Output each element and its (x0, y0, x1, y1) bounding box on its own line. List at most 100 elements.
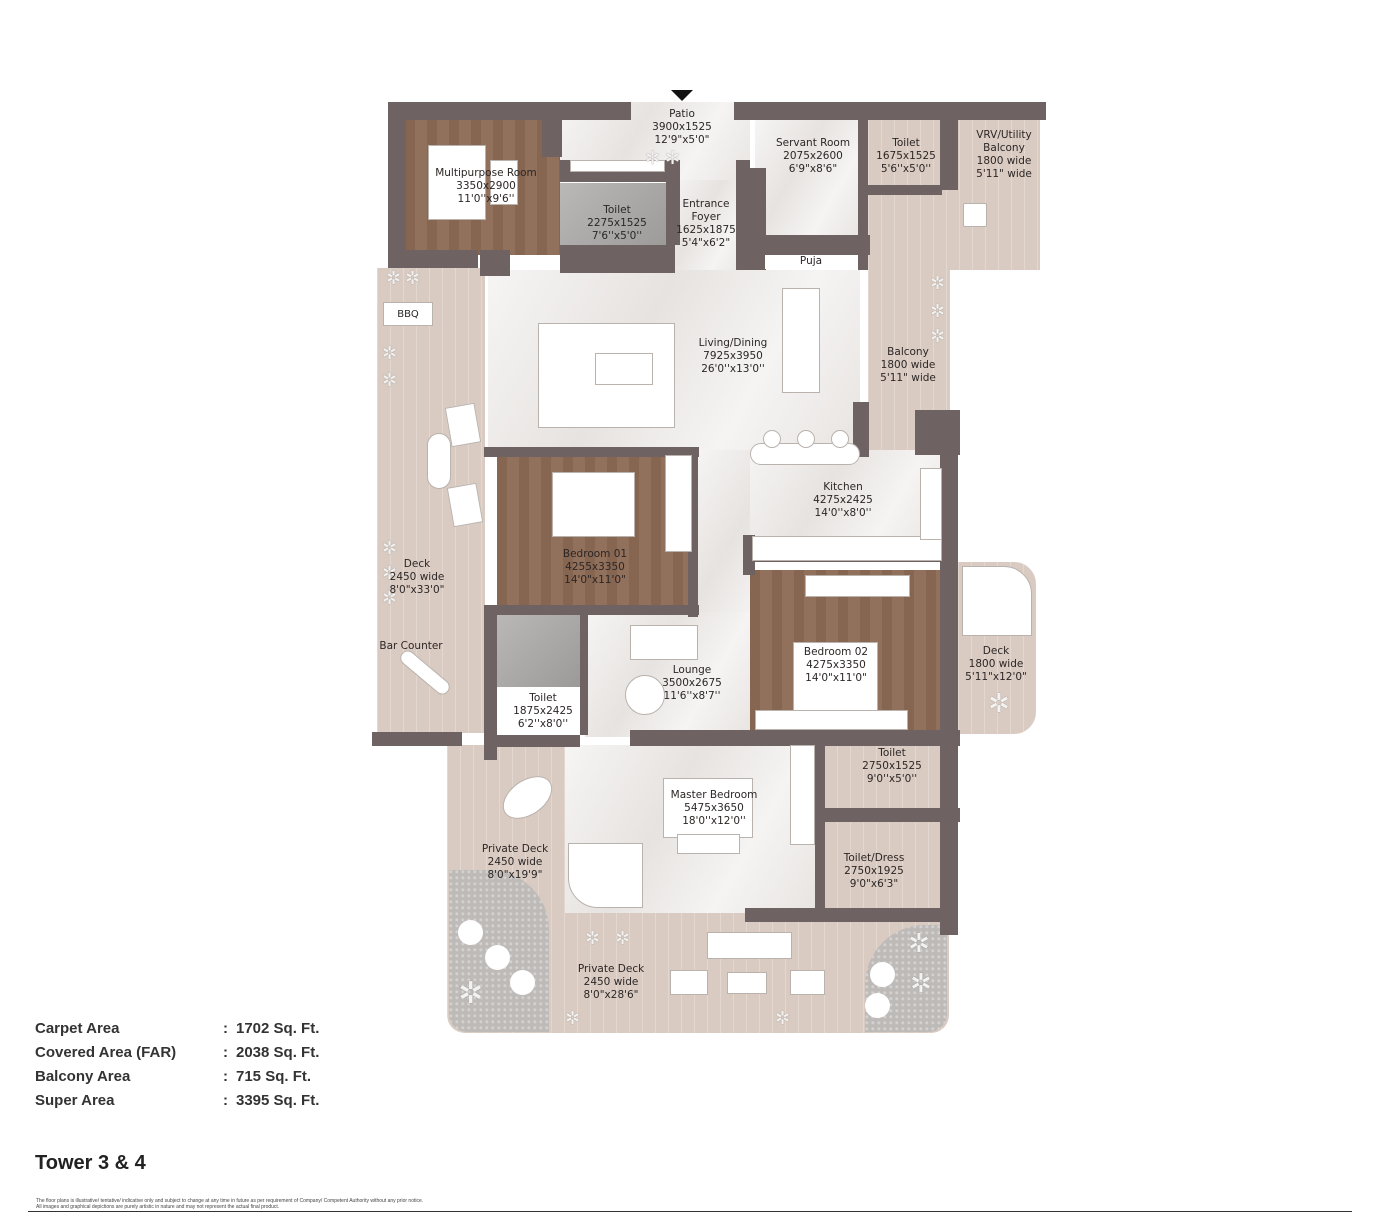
wall (542, 102, 562, 157)
outdoor-chair (790, 970, 825, 995)
wardrobe (790, 745, 815, 845)
plant-icon: ✲ (930, 273, 946, 294)
deck-sofa (962, 566, 1032, 636)
disclaimer-line-1: The floor plans is illustrative/ tentati… (36, 1198, 424, 1204)
wall (745, 908, 957, 922)
dresser (755, 710, 908, 730)
stool (510, 970, 535, 995)
area-label: Carpet Area (35, 1019, 120, 1037)
wall (815, 745, 825, 915)
area-value: 715 Sq. Ft. (236, 1067, 312, 1085)
kitchen-counter (752, 536, 942, 561)
plant-icon: ✲ (988, 689, 1010, 719)
plant-icon: ✲ (910, 969, 932, 999)
stool (831, 430, 849, 448)
area-row-covered: Covered Area (FAR):2038 Sq. Ft. (35, 1040, 319, 1064)
disclaimer: The floor plans is illustrative/ tentati… (36, 1198, 496, 1210)
bed-pillow (490, 160, 518, 205)
plant-icon: ✲ (382, 343, 398, 364)
outdoor-table (727, 972, 767, 994)
wall (560, 245, 675, 273)
wall (688, 447, 698, 617)
plant-icon: ✲ (645, 148, 661, 169)
plant-icon: ✲ (382, 370, 398, 391)
wall (858, 120, 868, 270)
area-value: 3395 Sq. Ft. (236, 1091, 320, 1109)
corner-sofa (568, 843, 643, 908)
disclaimer-line-2: All images and graphical depictions are … (36, 1204, 280, 1210)
wall (580, 605, 588, 735)
dining-table (782, 288, 820, 393)
outdoor-sofa (707, 932, 792, 959)
wall (815, 808, 960, 822)
puja-label: Puja (799, 255, 823, 267)
wall (388, 102, 631, 120)
wall (666, 170, 680, 245)
wall (862, 185, 942, 195)
plant-icon: ✲ (382, 563, 398, 584)
bbq-unit (383, 302, 433, 326)
plant-icon: ✲ (908, 929, 930, 959)
area-row-carpet: Carpet Area:1702 Sq. Ft. (35, 1016, 319, 1040)
stool (763, 430, 781, 448)
plant-icon: ✲ (382, 588, 398, 609)
area-separator: : (223, 1067, 228, 1085)
bed (793, 642, 878, 712)
wall (484, 605, 497, 760)
plant-icon: ✲ (386, 268, 402, 289)
plant-icon: ✲ (405, 268, 421, 289)
plant-icon: ✲ (382, 538, 398, 559)
washing-machine (963, 203, 987, 227)
entrance-arrow-icon (671, 90, 693, 101)
plant-icon: ✲ (930, 326, 946, 347)
lounge-sofa (630, 625, 698, 660)
bed (552, 472, 635, 537)
toilet-1-floor (560, 183, 670, 248)
wall (736, 160, 750, 270)
deck-table (427, 433, 451, 489)
bed (428, 145, 486, 220)
bbq-label: BBQ (397, 309, 419, 320)
plant-icon: ✲ (585, 928, 601, 949)
wall (388, 250, 478, 268)
kitchen-floor (745, 450, 950, 542)
area-label: Covered Area (FAR) (35, 1043, 177, 1061)
wall (734, 102, 1046, 120)
plant-icon: ✲ (615, 928, 631, 949)
wall (484, 605, 699, 615)
wall (853, 402, 869, 457)
area-value: 2038 Sq. Ft. (236, 1043, 320, 1061)
wall (940, 120, 958, 190)
area-label: Super Area (35, 1091, 115, 1109)
plant-icon: ✲ (565, 1008, 581, 1029)
stool (870, 962, 895, 987)
stool (865, 993, 890, 1018)
pebble-garden-left (449, 870, 549, 1032)
wardrobe (665, 455, 692, 552)
stool (485, 945, 510, 970)
wall (940, 790, 958, 935)
wall (750, 235, 870, 255)
stool (458, 920, 483, 945)
toilet-2-floor (497, 612, 582, 687)
stool (797, 430, 815, 448)
plant-icon: ✲ (930, 301, 946, 322)
area-separator: : (223, 1043, 228, 1061)
area-row-super: Super Area:3395 Sq. Ft. (35, 1088, 319, 1112)
